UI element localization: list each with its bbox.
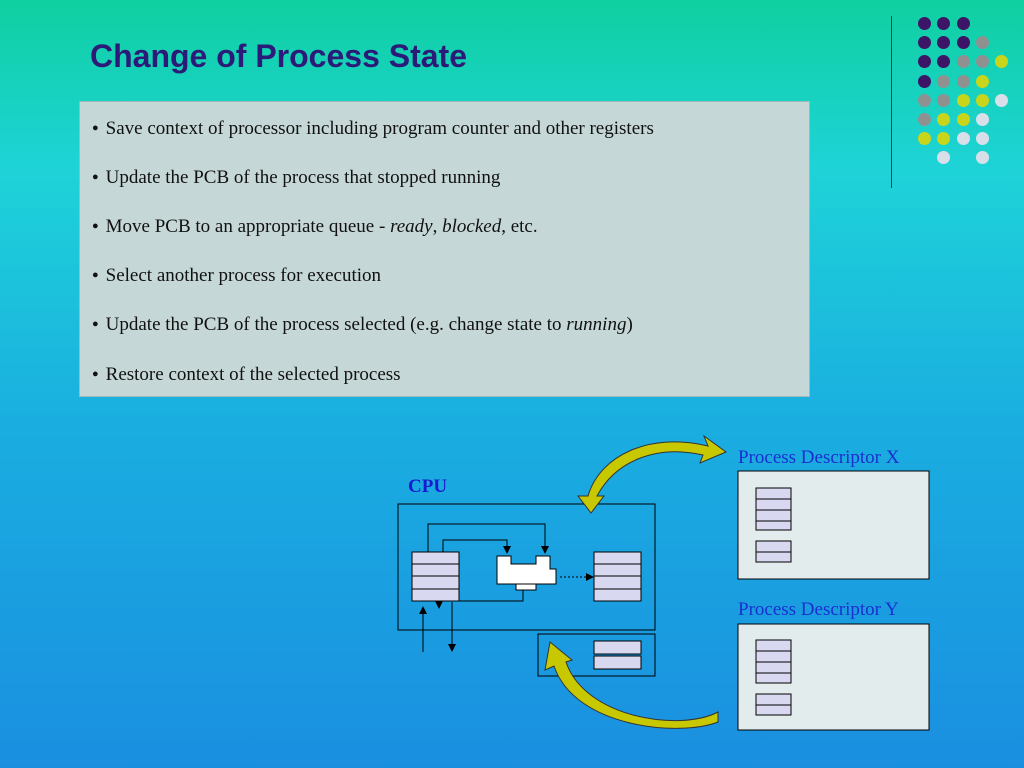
- cpu-alu: [496, 555, 557, 585]
- bullet-text-segment: Update the PCB of the process that stopp…: [105, 167, 501, 188]
- bullet-item: Select another process for execution: [92, 265, 381, 287]
- bullet-text-segment: running: [566, 314, 627, 335]
- process-descriptor-y-label: Process Descriptor Y: [738, 599, 899, 620]
- cpu-label: CPU: [408, 476, 448, 497]
- bullet-item: Update the PCB of the process selected (…: [92, 314, 633, 336]
- process-descriptor-y-box: [737, 623, 930, 731]
- bullet-item: Update the PCB of the process that stopp…: [92, 167, 501, 189]
- cpu-register-buffer-box: [537, 633, 656, 677]
- bullet-text-segment: Move PCB to an appropriate queue -: [105, 216, 391, 237]
- bullet-text-segment: , etc.: [501, 216, 538, 237]
- save-context-arrow: [576, 434, 728, 514]
- process-descriptor-x-box: [737, 470, 930, 580]
- bullet-item: Save context of processor including prog…: [92, 118, 654, 140]
- bullet-item: Restore context of the selected process: [92, 364, 401, 386]
- cpu-register-stack-right: [593, 551, 642, 602]
- cpu-box: [397, 503, 656, 631]
- cpu-register-stack-left: [411, 551, 460, 602]
- bullet-text-segment: ,: [432, 216, 443, 237]
- bullet-text-segment: ready: [390, 216, 433, 237]
- restore-context-arrow: [544, 641, 719, 729]
- bullet-text-segment: Select another process for execution: [105, 265, 382, 286]
- process-descriptor-x-label: Process Descriptor X: [738, 447, 900, 468]
- bullet-text-segment: Restore context of the selected process: [105, 364, 401, 385]
- bullet-text-segment: Update the PCB of the process selected (…: [105, 314, 567, 335]
- slide-title: Change of Process State: [90, 38, 467, 74]
- cpu-internal-wires: [419, 523, 594, 652]
- bullet-text-segment: ): [626, 314, 633, 335]
- bullet-text-segment: Save context of processor including prog…: [105, 118, 654, 139]
- bullet-text-segment: blocked: [442, 216, 502, 237]
- decorative-divider: [891, 16, 892, 188]
- bullet-list-panel: Save context of processor including prog…: [79, 101, 810, 397]
- bullet-item: Move PCB to an appropriate queue - ready…: [92, 216, 538, 238]
